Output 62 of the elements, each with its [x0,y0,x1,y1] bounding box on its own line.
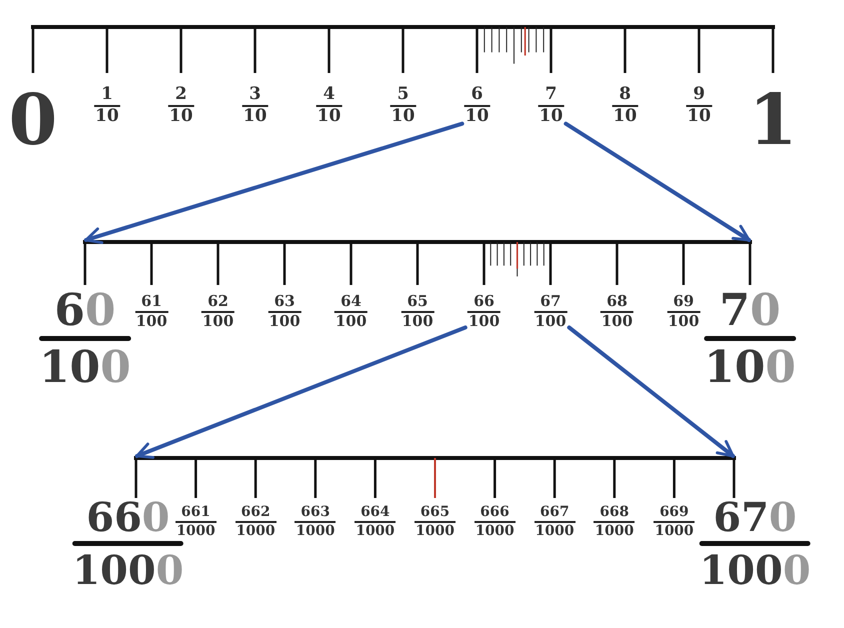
denominator: 100 [666,314,700,330]
denominator: 100 [134,314,168,330]
numerator: 664 [360,505,391,520]
numerator: 5 [396,86,410,104]
numerator: 2 [174,86,188,104]
denominator: 1000 [534,524,576,538]
numerator: 669 [658,505,690,520]
denominator: 1000 [474,524,516,538]
numerator: 662 [240,505,272,520]
numerator: 64 [340,294,362,310]
denominator: 1000 [175,524,216,538]
denominator: 10 [538,108,564,126]
numerator: 663 [300,505,331,520]
numerator: 65 [406,294,429,310]
denominator: 1000 [594,524,635,538]
denominator: 10 [94,108,120,126]
denominator: 100 [201,314,235,330]
denominator: 100 [467,314,501,330]
number-line [83,240,752,285]
numerator: 68 [606,294,628,310]
denominator: 100 [600,314,634,330]
denominator: 100 [334,314,368,330]
numerator: 667 [538,505,570,520]
denominator: 10 [242,108,268,126]
denominator: 1000 [414,524,456,538]
denominator: 100 [400,314,434,330]
numerator: 7 [544,86,558,104]
arrow [84,122,464,244]
denominator: 10 [168,108,194,126]
numerator: 4 [322,86,336,104]
denominator: 10 [390,108,416,126]
denominator: 10 [612,108,638,126]
denominator: 1000 [354,524,396,538]
numerator: 61 [140,294,163,310]
numerator: 66 [472,294,496,310]
number-line [134,456,736,498]
denominator: 10 [316,108,342,126]
arrow [564,122,751,242]
denominator: 1000 [235,524,276,538]
numerator: 69 [672,294,695,310]
numerator: 8 [618,86,632,104]
numerator: 665 [419,505,451,520]
number-label: 1 [748,85,798,155]
arrow [135,326,468,459]
numerator: 666 [479,505,510,520]
numerator: 62 [206,294,230,310]
numerator: 1 [100,86,114,104]
denominator: 10 [464,108,490,126]
denominator: 100 [268,314,302,330]
arrow [567,326,735,458]
denominator: 1000 [654,524,695,538]
numerator: 63 [273,294,296,310]
denominator: 1000 [294,524,336,538]
numerator: 9 [692,86,706,104]
numerator: 3 [248,86,262,104]
denominator: 10 [686,108,712,126]
numerator: 6 [470,86,484,104]
numerator: 67 [539,294,562,310]
denominator: 100 [534,314,568,330]
numerator: 668 [598,505,630,520]
number-label: 0 [8,85,58,155]
numerator: 661 [180,505,212,520]
